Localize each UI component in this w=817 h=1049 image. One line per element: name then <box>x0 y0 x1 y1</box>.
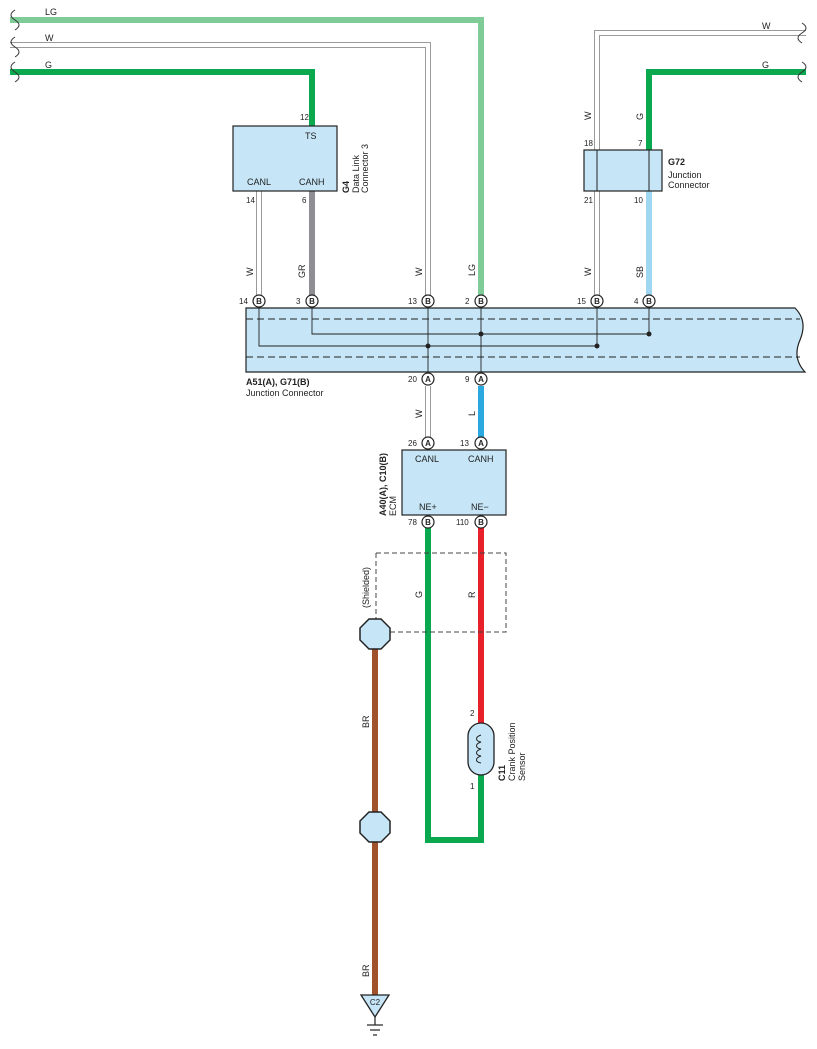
wire-label-w-3: W <box>583 267 593 276</box>
g72-pin-18: 18 <box>584 139 593 148</box>
ecm-pin-letter: A <box>478 439 484 448</box>
ecm-name: ECM <box>388 496 398 516</box>
junction-pin-number: 3 <box>296 297 301 306</box>
wire-label-g-g72-top: G <box>635 113 645 120</box>
junction-top-pins: B 14 B 3 B 13 B 2 B 15 B 4 <box>239 294 656 308</box>
sensor-name-2: Sensor <box>517 752 527 781</box>
wire-label-g-right: G <box>762 60 769 70</box>
junction-pin-letter: B <box>646 297 652 306</box>
ecm-pin-canh: 13 <box>460 439 469 448</box>
shield-box <box>376 552 507 633</box>
sensor-name-1: Crank Position <box>507 722 517 781</box>
junction-pin-letter: A <box>425 375 431 384</box>
g4-canh-label: CANH <box>299 177 325 187</box>
junction-pin-number: 20 <box>408 375 417 384</box>
break-marks-left <box>10 9 20 83</box>
wire-g-nep <box>425 528 484 843</box>
g4-pin-canl: 14 <box>246 196 255 205</box>
wire-label-w-1: W <box>245 267 255 276</box>
wire-w-right <box>594 30 806 296</box>
ecm-pin-letter: A <box>425 439 431 448</box>
wire-label-g-nep: G <box>414 591 424 598</box>
sensor-pin-1: 1 <box>470 782 475 791</box>
junction-bottom-pins: A 20 A 9 <box>408 372 488 386</box>
ecm-nep-label: NE+ <box>419 502 437 512</box>
g4-ts-label: TS <box>305 131 317 141</box>
junction-splice-dots <box>425 331 652 349</box>
wire-label-w-2: W <box>414 267 424 276</box>
junction-pin-letter: B <box>425 297 431 306</box>
wire-label-w-g72-top: W <box>583 111 593 120</box>
junction-pin-number: 15 <box>577 297 586 306</box>
wire-label-lg-top: LG <box>45 7 57 17</box>
wire-label-br-2: BR <box>361 964 371 977</box>
junction-pin-number: 13 <box>408 297 417 306</box>
ecm-pin-letter: B <box>478 518 484 527</box>
junction-pin-letter: B <box>478 297 484 306</box>
g72-code: G72 <box>668 157 685 167</box>
shielded-label: (Shielded) <box>361 567 371 608</box>
sensor-pin-2: 2 <box>470 709 475 718</box>
ecm-bottom-pins: B 78 B 110 <box>408 515 488 529</box>
junction-pin-number: 14 <box>239 297 248 306</box>
g4-pin-canh: 6 <box>302 196 307 205</box>
ecm-pin-nem: 110 <box>456 518 469 527</box>
g4-name-1: Data Link <box>351 154 361 193</box>
junction-pin-letter: B <box>594 297 600 306</box>
g4-pin-ts: 12 <box>300 113 309 122</box>
sensor-code: C11 <box>497 765 507 781</box>
junction-name: Junction Connector <box>246 388 324 398</box>
junction-code: A51(A), G71(B) <box>246 377 310 387</box>
junction-pin-letter: B <box>256 297 262 306</box>
wire-label-sb: SB <box>635 266 645 278</box>
break-marks-right <box>797 22 807 83</box>
ecm-canl-label: CANL <box>415 454 439 464</box>
wire-lg-main <box>10 17 484 296</box>
wire-label-l-ecm: L <box>467 411 477 416</box>
wire-label-gr: GR <box>297 264 307 278</box>
wire-g-main <box>10 69 315 126</box>
ecm-code: A40(A), C10(B) <box>378 453 388 516</box>
wire-g-right <box>646 69 806 150</box>
junction-connector-bar <box>245 307 807 373</box>
ecm-pin-nep: 78 <box>408 518 417 527</box>
ground-icon <box>367 1017 383 1036</box>
g4-code: G4 <box>341 181 351 193</box>
g72-pin-10: 10 <box>634 196 643 205</box>
shield-splice-top <box>359 618 391 650</box>
g4-connector-box <box>232 125 338 192</box>
g72-connector-box <box>583 149 663 192</box>
g4-name-2: Connector 3 <box>360 144 370 193</box>
junction-pin-letter: B <box>309 297 315 306</box>
ground-label: C2 <box>370 998 381 1007</box>
ecm-nem-label: NE− <box>471 502 489 512</box>
junction-pin-number: 9 <box>465 375 470 384</box>
g72-pin-7: 7 <box>638 139 643 148</box>
ecm-canh-label: CANH <box>468 454 494 464</box>
ground-symbol <box>359 994 391 1019</box>
junction-pin-letter: A <box>478 375 484 384</box>
wire-label-r-nem: R <box>467 591 477 598</box>
g72-name-2: Connector <box>668 180 710 190</box>
wire-label-g-top: G <box>45 60 52 70</box>
ecm-box <box>401 449 507 516</box>
ecm-top-pins: A 26 A 13 <box>408 436 488 450</box>
wire-label-w-top: W <box>45 33 54 43</box>
wire-label-w-ecm: W <box>414 409 424 418</box>
shield-splice-bottom <box>359 811 391 843</box>
ecm-pin-canl: 26 <box>408 439 417 448</box>
g72-pin-21: 21 <box>584 196 593 205</box>
junction-pin-number: 4 <box>634 297 639 306</box>
wire-label-lg: LG <box>467 264 477 276</box>
ecm-pin-letter: B <box>425 518 431 527</box>
wire-label-w-right: W <box>762 21 771 31</box>
wire-label-br-1: BR <box>361 715 371 728</box>
g72-name-1: Junction <box>668 170 702 180</box>
wire-w-main <box>10 42 431 296</box>
coil-icon <box>476 734 482 764</box>
junction-pin-number: 2 <box>465 297 470 306</box>
g4-canl-label: CANL <box>247 177 271 187</box>
